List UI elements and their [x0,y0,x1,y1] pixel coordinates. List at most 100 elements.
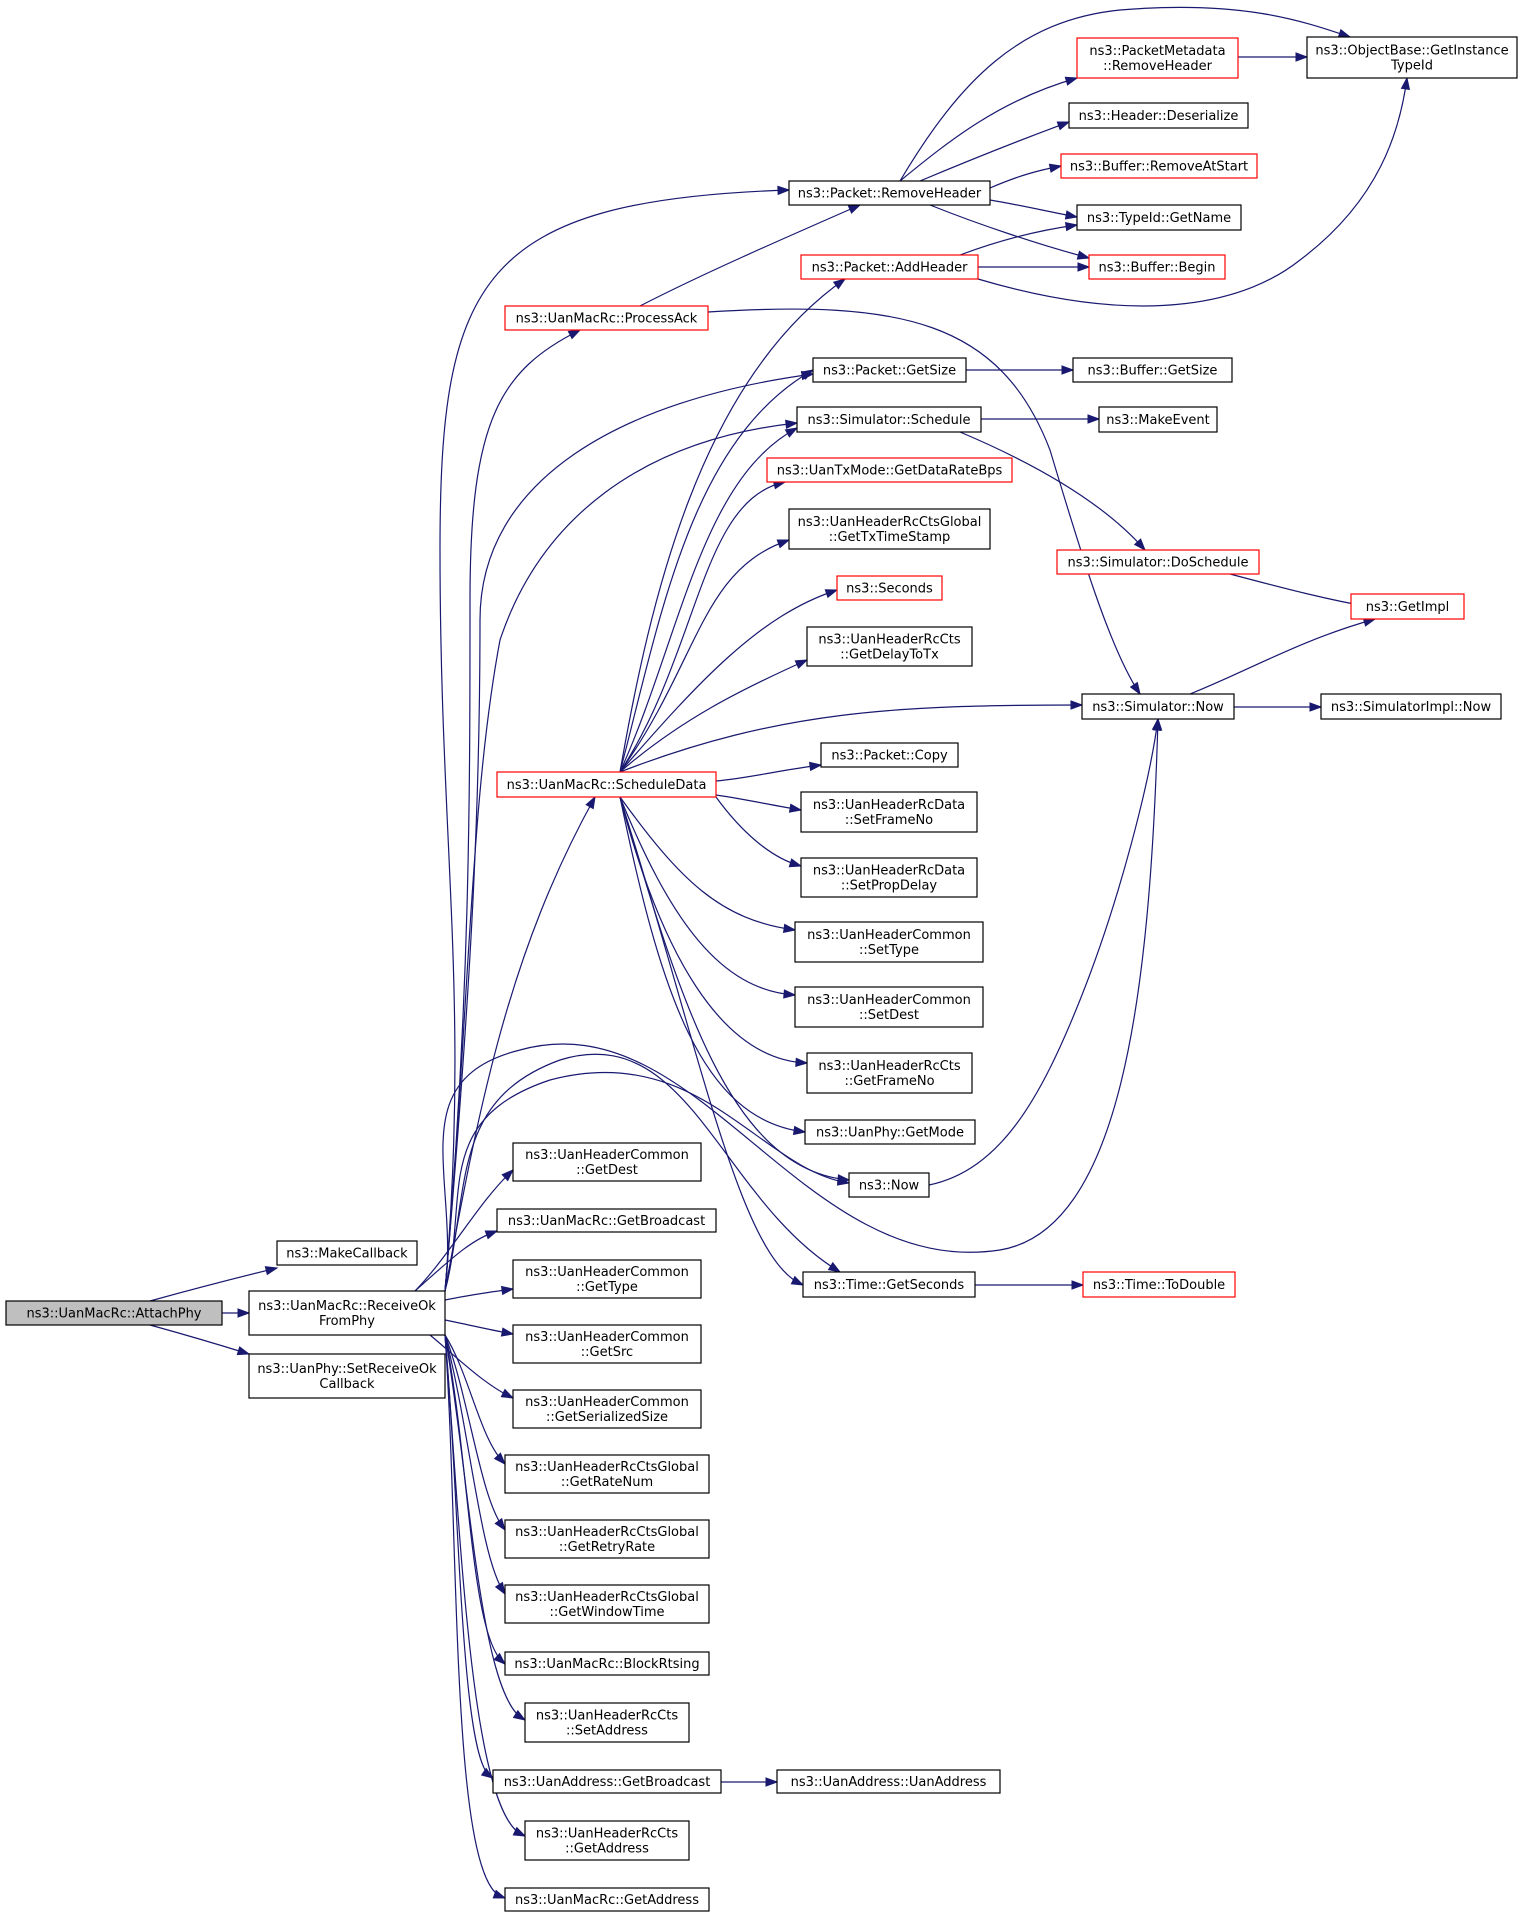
node-bufbegin[interactable]: ns3::Buffer::Begin [1088,254,1226,280]
edge-sched-to-getsize [619,369,815,773]
edge-recvok-to-block [444,1334,507,1665]
node-hdrdeser[interactable]: ns3::Header::Deserialize [1068,102,1249,129]
node-label: ns3::Simulator::DoSchedule [1067,556,1248,571]
edge-removehdr-to-pmremove [899,76,1079,182]
node-label: ns3::UanMacRc::ReceiveOk [258,1299,436,1314]
node-settype[interactable]: ns3::UanHeaderCommon::SetType [794,921,984,963]
node-now[interactable]: ns3::Now [848,1172,930,1198]
node-delaytx[interactable]: ns3::UanHeaderRcCts::GetDelayToTx [806,626,973,667]
node-getser[interactable]: ns3::UanHeaderCommon::GetSerializedSize [512,1389,702,1429]
edge-dosched-to-getimpl [1229,573,1372,610]
edge-recvok-to-getsrc [444,1319,515,1337]
edge-sched-to-getmode [619,796,807,1136]
node-ratenum[interactable]: ns3::UanHeaderRcCtsGlobal::GetRateNum [504,1454,710,1494]
edge-removehdr-to-typename [989,199,1079,220]
edge-recvok-to-window [444,1334,506,1596]
edge-recvok-to-addrbcast [444,1334,495,1779]
node-getdest[interactable]: ns3::UanHeaderCommon::GetDest [512,1142,702,1182]
edge-sched-to-datarate [619,480,787,773]
node-processack[interactable]: ns3::UanMacRc::ProcessAck [504,305,709,331]
node-getimpl[interactable]: ns3::GetImpl [1350,593,1465,620]
node-label: ns3::Now [859,1179,920,1194]
edge-addhdr-to-bufbegin [978,262,1091,272]
node-simsched[interactable]: ns3::Simulator::Schedule [796,406,982,433]
edge-sched-to-seconds [619,589,839,773]
node-setaddr[interactable]: ns3::UanHeaderRcCts::SetAddress [524,1702,690,1743]
node-getsec[interactable]: ns3::Time::GetSeconds [802,1271,976,1298]
node-label: ns3::UanHeaderRcData [813,798,965,813]
node-label: ns3::UanHeaderRcCtsGlobal [515,1525,699,1540]
edge-recvok-to-gettype [444,1285,515,1301]
node-window[interactable]: ns3::UanHeaderRcCtsGlobal::GetWindowTime [504,1584,710,1624]
node-datarate[interactable]: ns3::UanTxMode::GetDataRateBps [766,457,1013,483]
node-label: ::RemoveHeader [1103,59,1213,74]
node-sched[interactable]: ns3::UanMacRc::ScheduleData [496,771,717,798]
node-setprop[interactable]: ns3::UanHeaderRcData::SetPropDelay [800,857,978,898]
node-label: ns3::Buffer::Begin [1098,261,1215,276]
node-retry[interactable]: ns3::UanHeaderRcCtsGlobal::GetRetryRate [504,1519,710,1559]
node-seconds[interactable]: ns3::Seconds [836,575,943,601]
node-removehdr[interactable]: ns3::Packet::RemoveHeader [788,180,991,206]
node-dosched[interactable]: ns3::Simulator::DoSchedule [1056,549,1260,575]
node-gettype[interactable]: ns3::UanHeaderCommon::GetType [512,1259,702,1299]
edge-addrbcast-to-uanaddr [721,1777,779,1787]
node-typename[interactable]: ns3::TypeId::GetName [1076,204,1242,231]
node-label: ns3::PacketMetadata [1089,44,1225,59]
node-getsize[interactable]: ns3::Packet::GetSize [812,357,967,383]
edge-attach-to-recvok [222,1308,251,1318]
node-copy[interactable]: ns3::Packet::Copy [820,742,959,768]
edge-now-to-simnow [928,717,1162,1186]
node-label: ::GetAddress [565,1842,649,1857]
edge-sched-to-setdest [619,796,797,999]
edge-simsched-to-dosched [959,431,1146,552]
node-setdest[interactable]: ns3::UanHeaderCommon::SetDest [794,986,984,1028]
node-setframe[interactable]: ns3::UanHeaderRcData::SetFrameNo [800,791,978,833]
node-macaddr[interactable]: ns3::UanMacRc::GetAddress [504,1887,710,1912]
edge-sched-to-setframe [715,794,803,813]
node-makeevent[interactable]: ns3::MakeEvent [1098,406,1218,433]
node-label: ns3::UanHeaderCommon [525,1330,689,1345]
node-simnow[interactable]: ns3::Simulator::Now [1081,693,1235,720]
node-todouble[interactable]: ns3::Time::ToDouble [1082,1271,1236,1298]
node-bufsize[interactable]: ns3::Buffer::GetSize [1072,357,1233,383]
node-makecb[interactable]: ns3::MakeCallback [276,1240,418,1266]
node-getframe[interactable]: ns3::UanHeaderRcCts::GetFrameNo [806,1052,973,1094]
node-label: ::GetDest [576,1163,638,1178]
node-uanaddr[interactable]: ns3::UanAddress::UanAddress [776,1769,1001,1794]
edge-recvok-to-macaddr [444,1334,507,1899]
node-label: ns3::Header::Deserialize [1079,109,1239,124]
edge-getsize-to-bufsize [966,365,1075,375]
node-getsrc[interactable]: ns3::UanHeaderCommon::GetSrc [512,1324,702,1364]
node-label: ns3::UanHeaderRcCts [536,1827,678,1842]
node-getaddr[interactable]: ns3::UanHeaderRcCts::GetAddress [524,1820,690,1861]
node-label: ns3::UanHeaderRcCtsGlobal [515,1590,699,1605]
node-bufremove[interactable]: ns3::Buffer::RemoveAtStart [1060,153,1258,179]
node-label: ns3::Time::GetSeconds [814,1278,965,1293]
node-label: ns3::UanMacRc::BlockRtsing [514,1657,699,1672]
node-label: ns3::UanHeaderRcCts [536,1709,678,1724]
node-addrbcast[interactable]: ns3::UanAddress::GetBroadcast [492,1769,722,1794]
edge-sched-to-simsched [619,427,799,773]
edge-sched-to-getsec [619,796,805,1286]
node-implnow[interactable]: ns3::SimulatorImpl::Now [1320,693,1502,720]
node-macbcast[interactable]: ns3::UanMacRc::GetBroadcast [496,1208,717,1233]
node-label: ns3::UanMacRc::AttachPhy [26,1307,201,1322]
node-label: ns3::UanHeaderCommon [807,928,971,943]
edge-sched-to-copy [715,761,823,782]
node-label: ns3::UanHeaderRcCtsGlobal [515,1460,699,1475]
edge-sched-to-addhdr [619,278,847,773]
node-pmremove[interactable]: ns3::PacketMetadata::RemoveHeader [1076,37,1239,79]
node-getmode[interactable]: ns3::UanPhy::GetMode [804,1119,976,1145]
node-label: ns3::UanHeaderRcCtsGlobal [798,515,982,530]
node-txts[interactable]: ns3::UanHeaderRcCtsGlobal::GetTxTimeStam… [788,508,991,550]
node-block[interactable]: ns3::UanMacRc::BlockRtsing [504,1651,710,1676]
node-label: ns3::GetImpl [1366,600,1450,615]
node-attach[interactable]: ns3::UanMacRc::AttachPhy [5,1300,223,1326]
node-label: ns3::UanPhy::SetReceiveOk [257,1362,437,1377]
node-label: ns3::Time::ToDouble [1093,1278,1225,1293]
node-addhdr[interactable]: ns3::Packet::AddHeader [800,254,979,280]
edge-removehdr-to-hdrdeser [919,121,1071,182]
